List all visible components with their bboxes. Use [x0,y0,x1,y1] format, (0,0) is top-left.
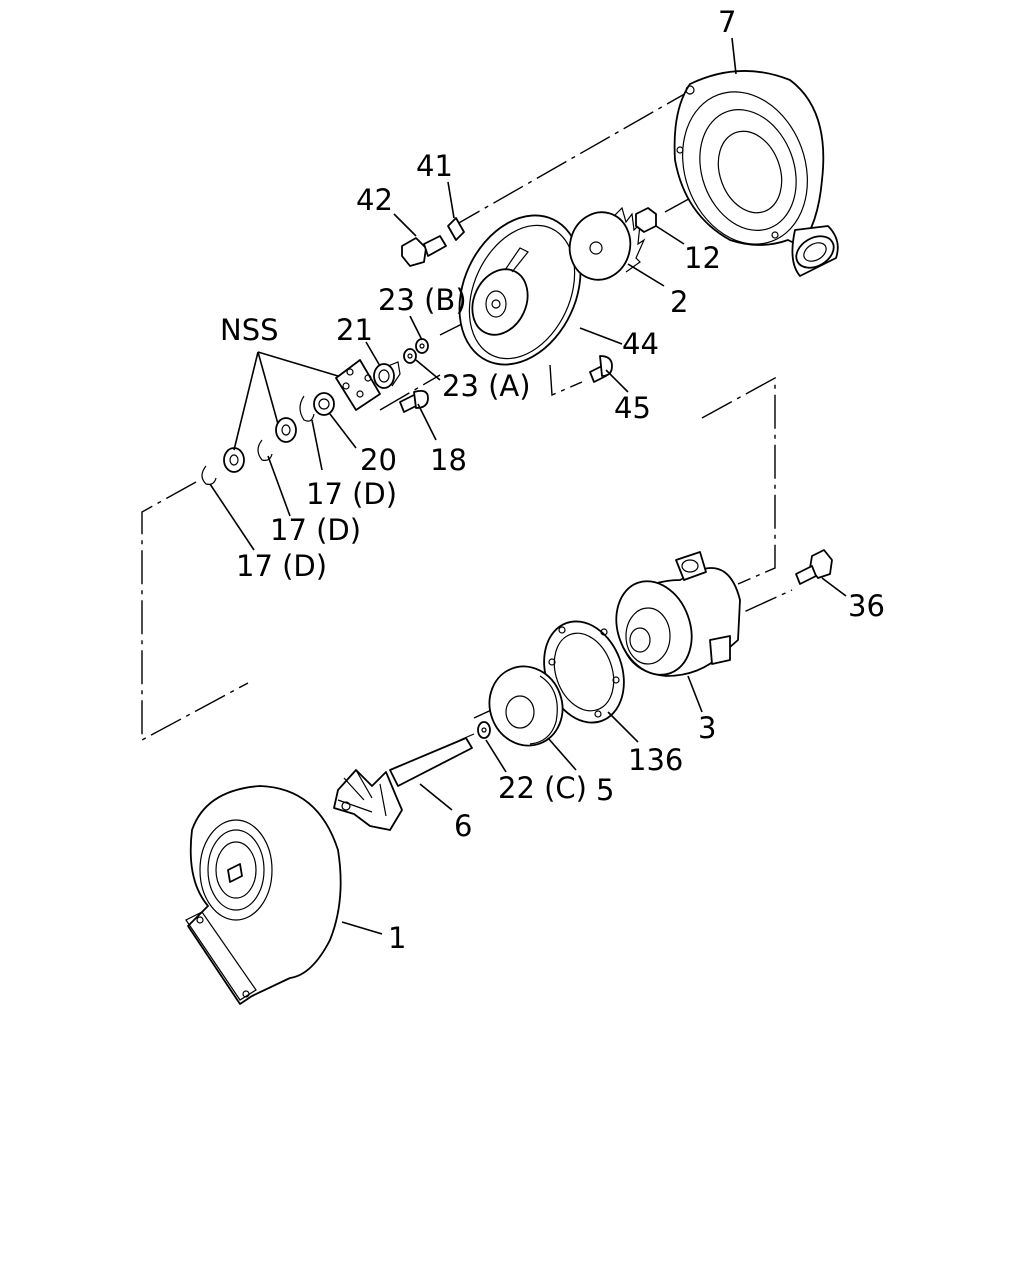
bearing-nss-2 [275,417,297,443]
callout-41: 41 [416,149,453,183]
callout-5: 5 [596,773,614,807]
spacer-part-21 [373,361,401,389]
compressor-housing-part-7 [673,70,839,277]
callout-nss: NSS [220,313,279,347]
leader-lines [209,37,847,935]
heat-shield-part-5 [488,665,564,747]
callout-2: 2 [670,285,688,319]
callout-12: 12 [684,241,721,275]
bearing-nss-1 [223,447,245,473]
callout-20: 20 [360,443,397,477]
screw-part-18 [399,389,429,413]
callout-1: 1 [388,921,406,955]
callout-6: 6 [454,809,472,843]
seal-plate-part-44 [458,214,582,366]
callout-136: 136 [628,743,683,777]
callout-7: 7 [718,5,736,39]
callout-18: 18 [430,443,467,477]
thrust-collar-part-20 [313,392,335,416]
callout-42: 42 [356,183,393,217]
callout-21: 21 [336,313,373,347]
lock-plate-part-41 [447,217,465,241]
callout-23a: 23 (A) [442,369,531,403]
snap-ring-part-17d-2 [257,439,273,461]
bearing-housing-part-3 [615,551,741,677]
screw-part-45 [589,355,613,383]
bolt-part-42 [401,235,447,267]
callout-3: 3 [698,711,716,745]
washer-part-22c [477,721,491,739]
snap-ring-part-17d-3 [201,465,217,485]
callout-17d-1: 17 (D) [306,477,397,511]
callout-36: 36 [848,589,885,623]
nut-part-12 [635,207,657,233]
callout-17d-2: 17 (D) [270,513,361,547]
washer-part-23b [415,338,429,354]
callout-labels: 7 41 42 12 2 23 (B) NSS 21 44 23 (A) 45 … [220,5,885,955]
washer-part-23a [403,348,417,364]
callout-22c: 22 (C) [498,771,587,805]
thrust-bearing-nss [335,359,381,411]
turbine-wheel-shaft-part-6 [333,733,475,831]
callout-17d-3: 17 (D) [236,549,327,583]
callout-45: 45 [614,391,651,425]
turbine-housing-part-1 [185,785,342,1005]
snap-ring-part-17d-1 [299,395,315,422]
callout-44: 44 [622,327,659,361]
callout-23b: 23 (B) [378,283,467,317]
bolt-part-36 [795,549,833,585]
